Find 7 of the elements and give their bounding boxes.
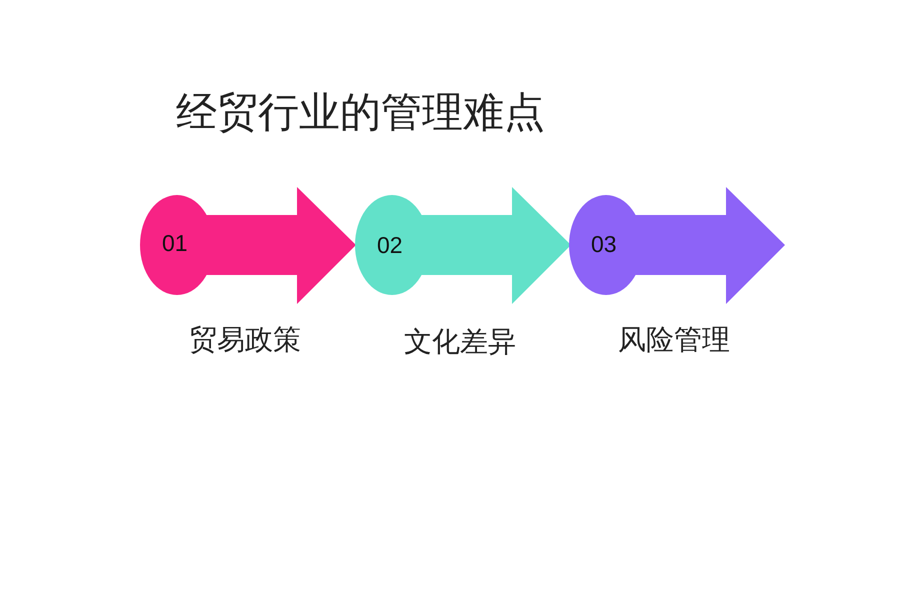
- step-number: 02: [377, 231, 403, 259]
- step-number: 03: [591, 230, 617, 258]
- step-number: 01: [162, 229, 188, 257]
- step-label: 贸易政策: [188, 322, 302, 358]
- step-label: 文化差异: [403, 324, 517, 360]
- title: 经贸行业的管理难点: [176, 87, 545, 138]
- step-label: 风险管理: [617, 322, 731, 358]
